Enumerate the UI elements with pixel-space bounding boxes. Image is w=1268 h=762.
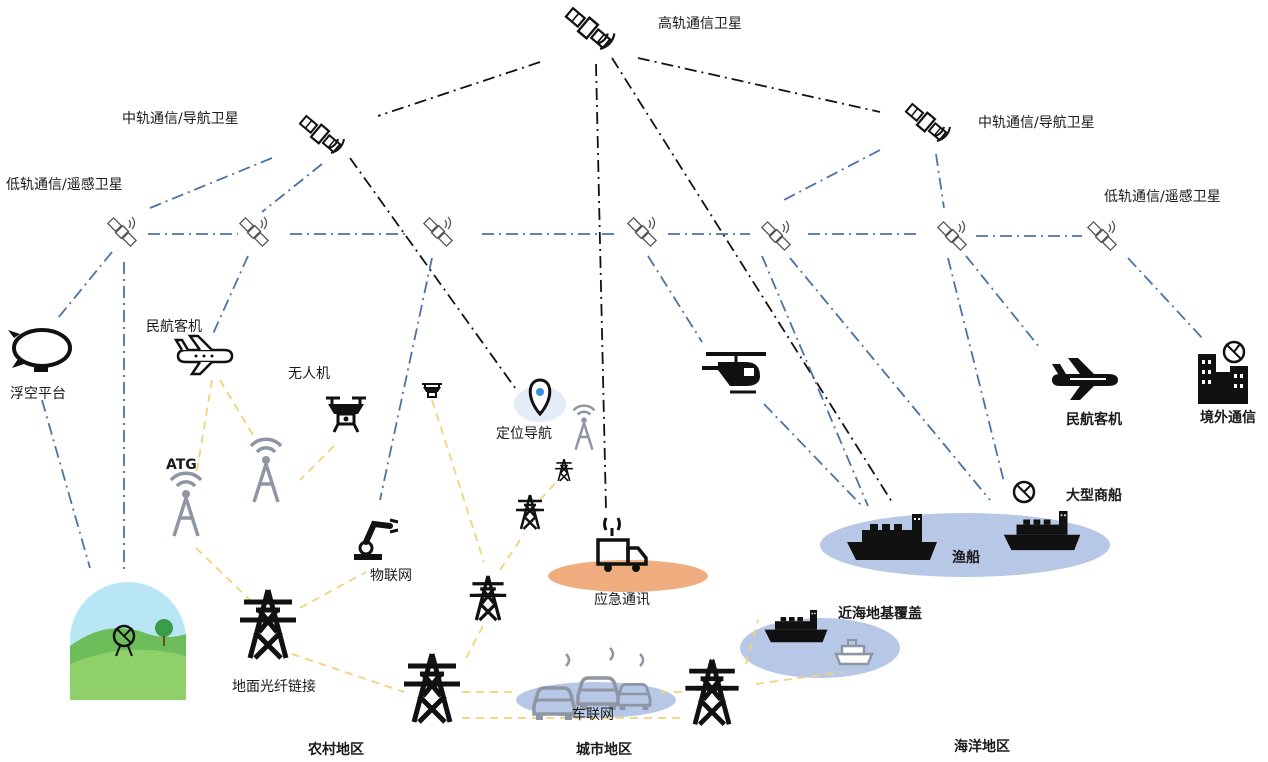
leo-satellite-icon xyxy=(936,220,968,252)
leo-satellite-left-label: 低轨通信/遥感卫星 xyxy=(6,177,123,193)
rural-label: 农村地区 xyxy=(308,742,364,758)
helicopter-icon xyxy=(702,352,766,394)
robot-arm-icon xyxy=(354,518,399,560)
cruise-ship-icon xyxy=(834,639,874,666)
ground-links xyxy=(195,379,843,719)
fishing-boat-label: 渔船 xyxy=(952,550,980,566)
airship-label: 浮空平台 xyxy=(10,386,66,402)
v2x-label: 车联网 xyxy=(572,707,614,723)
offshore-zone xyxy=(740,618,900,678)
urban-label: 城市地区 xyxy=(576,742,632,758)
ocean-label: 海洋地区 xyxy=(954,739,1010,755)
power-tower-icon xyxy=(685,660,738,725)
leo-satellite-icon xyxy=(238,216,270,248)
leo-satellite-icon xyxy=(422,216,454,248)
meo-satellite-right-icon xyxy=(904,102,952,143)
satellite-links xyxy=(41,149,1205,572)
small-drone-icon xyxy=(422,383,442,398)
airship-icon xyxy=(8,328,72,372)
meo-satellite-left-icon xyxy=(298,114,346,155)
atg-antenna-icon xyxy=(169,471,203,538)
antenna-icon xyxy=(249,437,283,504)
airliner-right-icon xyxy=(1052,358,1118,400)
atg-label: ATG xyxy=(166,457,197,473)
location-pin-icon xyxy=(514,378,566,422)
meo-satellite-right-label: 中轨通信/导航卫星 xyxy=(978,115,1095,131)
offshore-label: 近海地基覆盖 xyxy=(838,606,922,622)
overseas-label: 境外通信 xyxy=(1200,410,1256,426)
leo-satellite-icon xyxy=(760,220,792,252)
v2x-zone xyxy=(516,682,676,718)
leo-satellite-icon xyxy=(626,216,658,248)
drone-label: 无人机 xyxy=(288,366,330,382)
geo-links xyxy=(349,57,893,511)
airliner-right-label: 民航客机 xyxy=(1066,412,1122,428)
power-tower-icon xyxy=(514,493,546,531)
antenna-small-icon xyxy=(572,404,596,451)
overseas-building-icon xyxy=(1198,340,1248,404)
emergency-truck-icon xyxy=(596,517,648,572)
geo-satellite-label: 高轨通信卫星 xyxy=(658,16,742,32)
power-tower-icon xyxy=(468,574,508,622)
drone-icon xyxy=(326,396,366,433)
iot-label: 物联网 xyxy=(370,568,412,584)
large-ship-label: 大型商船 xyxy=(1066,488,1122,504)
emergency-zone xyxy=(548,560,708,592)
airliner-left-icon xyxy=(173,334,234,376)
leo-satellite-icon xyxy=(1086,220,1118,252)
airliner-left-label: 民航客机 xyxy=(146,319,202,335)
leo-satellite-icon xyxy=(106,216,138,248)
leo-satellite-right-label: 低轨通信/遥感卫星 xyxy=(1104,189,1221,205)
signal-waves-icon xyxy=(565,647,645,667)
emergency-label: 应急通讯 xyxy=(594,592,650,608)
rural-scene-icon xyxy=(70,582,186,700)
positioning-label: 定位导航 xyxy=(496,426,552,442)
fiber-label: 地面光纤链接 xyxy=(232,679,316,695)
power-tower-icon xyxy=(554,458,574,482)
meo-satellite-left-label: 中轨通信/导航卫星 xyxy=(122,111,239,127)
geo-satellite-icon xyxy=(564,7,616,51)
power-tower-icon xyxy=(240,590,296,658)
ship-dish-icon xyxy=(1012,480,1036,504)
power-tower-icon xyxy=(404,654,460,722)
